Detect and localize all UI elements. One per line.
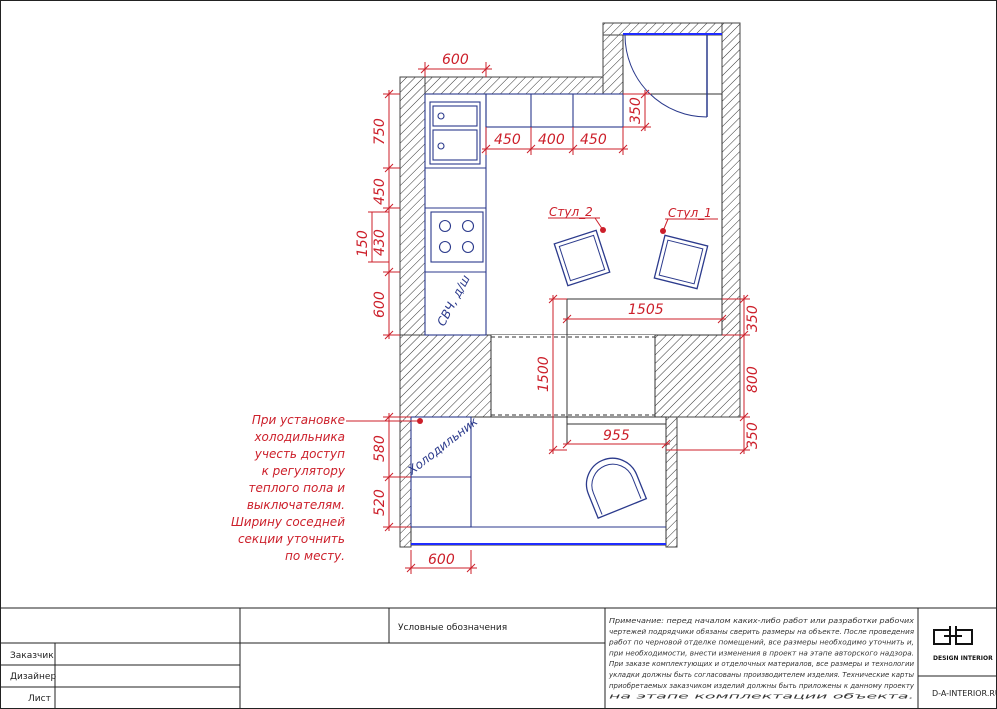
dim-upper-350: 350 xyxy=(628,97,644,124)
remark-line: Примечание: перед началом каких-либо раб… xyxy=(609,617,914,625)
dim-fridge-580: 580 xyxy=(372,435,388,462)
dim-top-600: 600 xyxy=(442,52,469,68)
note-line: При установке xyxy=(252,413,345,427)
chair-1-label: Стул_1 xyxy=(668,206,712,220)
website-text: D-A-INTERIOR.RU xyxy=(932,689,997,698)
legend-title: Условные обозначения xyxy=(398,623,507,633)
chair-2 xyxy=(553,229,611,287)
walls xyxy=(399,22,741,548)
design-interior-logo xyxy=(933,626,973,645)
logo-text: DESIGN INTERIOR xyxy=(933,655,993,662)
remark-text: Примечание: перед началом каких-либо раб… xyxy=(608,617,915,701)
remark-line: на этапе комплектации объекта. xyxy=(609,693,914,701)
dim-450a: 450 xyxy=(494,132,521,148)
remark-line: работ по черновой отделке помещений, все… xyxy=(608,639,914,647)
note-line: холодильника xyxy=(253,430,345,444)
dim-left-750: 750 xyxy=(372,118,388,145)
note-line: Ширину соседней xyxy=(231,515,345,529)
dimension-lines xyxy=(346,62,750,574)
dim-right-800: 800 xyxy=(745,366,761,393)
note-line: учесть доступ xyxy=(254,447,345,461)
dim-right-350b: 350 xyxy=(745,422,761,449)
note-line: секции уточнить xyxy=(238,532,345,546)
entrance-door xyxy=(622,34,708,118)
dim-bottom-600: 600 xyxy=(428,552,455,568)
armchair xyxy=(585,457,648,519)
dim-left-450: 450 xyxy=(372,178,388,205)
dim-table-1505: 1505 xyxy=(628,302,664,318)
note-line: по месту. xyxy=(285,549,345,563)
customer-label: Заказчик xyxy=(10,651,54,661)
chair-1 xyxy=(653,234,709,290)
remark-line: приобретаемых заказчиком изделий должны … xyxy=(609,682,914,690)
note-line: выключателям. xyxy=(247,498,345,512)
note-line: теплого пола и xyxy=(248,481,345,495)
sheet-label: Лист xyxy=(28,694,51,704)
note-marker xyxy=(417,418,423,424)
dim-left-430: 430 xyxy=(372,229,388,256)
title-block xyxy=(0,607,997,709)
dim-fridge-520: 520 xyxy=(372,489,388,516)
remark-line: чертежей подрядчики обязаны сверить разм… xyxy=(609,628,914,636)
note-line: к регулятору xyxy=(262,464,346,478)
dim-400: 400 xyxy=(538,132,565,148)
dining-table xyxy=(566,298,723,445)
dim-450b: 450 xyxy=(580,132,607,148)
installation-note: При установке холодильника учесть доступ к … xyxy=(231,413,346,563)
remark-line: При заказе комплектующих и отделочных ма… xyxy=(609,660,915,668)
dim-lower-955: 955 xyxy=(603,428,630,444)
dim-left-600: 600 xyxy=(372,291,388,318)
dim-left-150: 150 xyxy=(355,230,371,257)
dim-right-350a: 350 xyxy=(745,305,761,332)
chair-2-label: Стул_2 xyxy=(549,205,593,219)
designer-label: Дизайнер xyxy=(10,672,56,682)
cooktop-icon xyxy=(430,211,484,263)
remark-line: при необходимости, внести изменения в пр… xyxy=(609,649,914,657)
dim-table-1500: 1500 xyxy=(536,356,552,392)
sink-icon xyxy=(429,101,481,165)
remark-line: укладки должны быть согласованы производ… xyxy=(608,671,914,679)
